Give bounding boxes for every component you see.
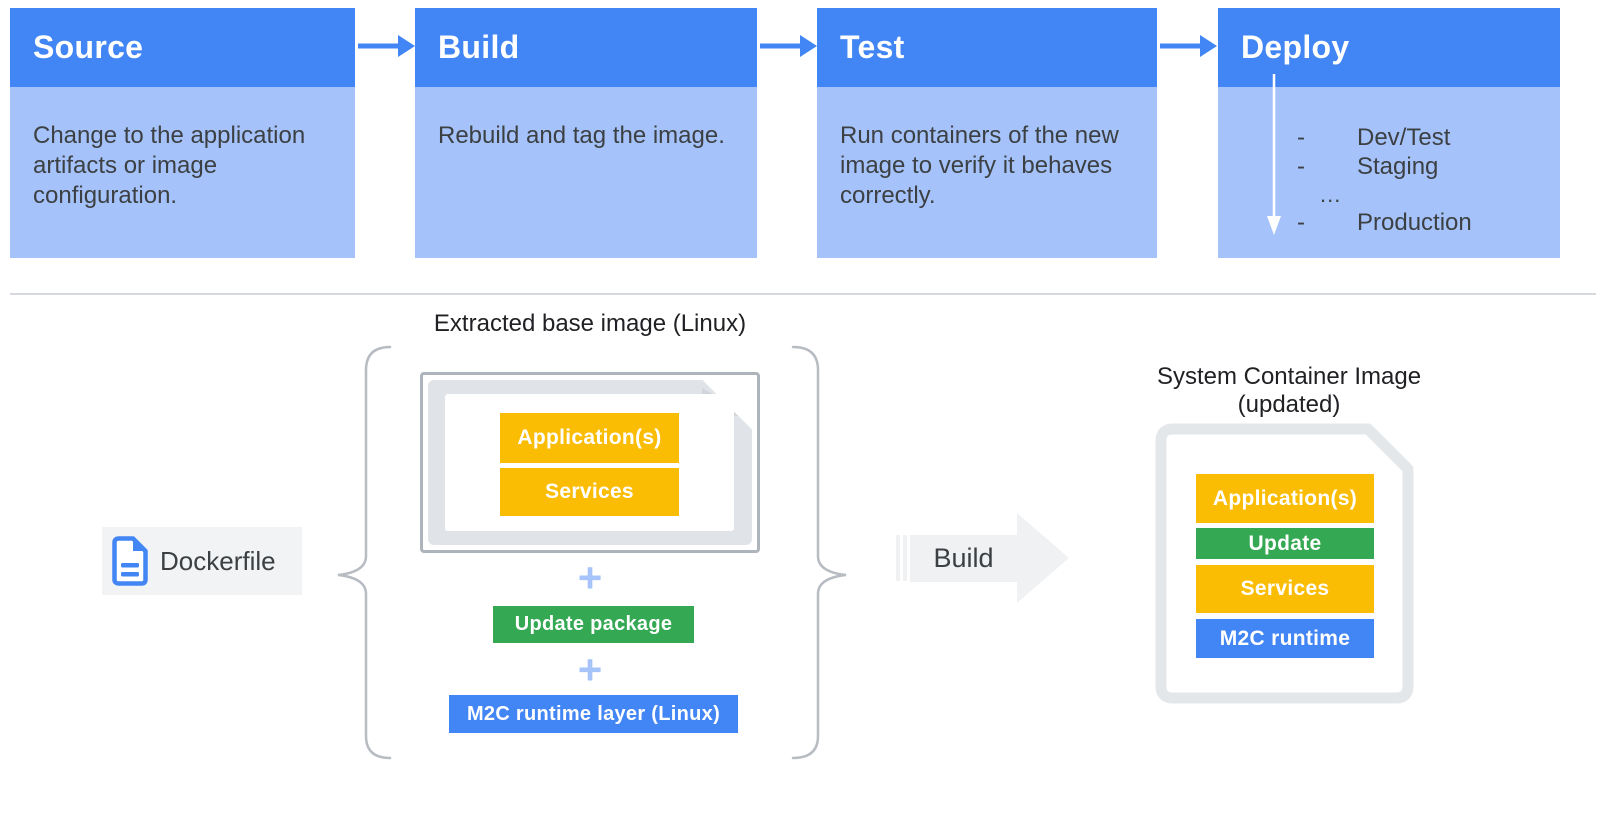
- stage-card-deploy: Deploy - Dev/Test - Staging ... - Produc…: [1218, 8, 1560, 258]
- brace-left-icon: [337, 345, 392, 760]
- deploy-bullet: -: [1297, 124, 1305, 151]
- layer-applications: Application(s): [500, 413, 679, 463]
- stage-card-test: Test Run containers of the new image to …: [817, 8, 1157, 258]
- stage-card-build: Build Rebuild and tag the image.: [415, 8, 757, 258]
- dockerfile-label: Dockerfile: [160, 545, 276, 576]
- stage-description-test: Run containers of the new image to verif…: [817, 87, 1157, 258]
- flow-arrow-icon: [1160, 35, 1217, 57]
- system-layer-update: Update: [1196, 528, 1374, 559]
- brace-right-icon: [791, 345, 847, 760]
- flow-arrow-icon: [358, 35, 415, 57]
- stage-description-build: Rebuild and tag the image.: [415, 87, 757, 258]
- system-image-title: System Container Image (updated): [1156, 363, 1422, 418]
- stage-description-source: Change to the application artifacts or i…: [10, 87, 355, 258]
- flow-arrow-icon: [760, 35, 817, 57]
- system-layer-applications: Application(s): [1196, 474, 1374, 523]
- deploy-ellipsis: ...: [1320, 182, 1342, 207]
- deploy-target-label: Dev/Test: [1357, 124, 1451, 151]
- extracted-image-panel: Application(s) Services: [445, 394, 734, 531]
- dockerfile-chip: Dockerfile: [102, 527, 302, 595]
- deploy-target-row: - Dev/Test: [1218, 123, 1560, 152]
- stage-title-build: Build: [415, 8, 757, 87]
- runtime-layer-box: M2C runtime layer (Linux): [449, 695, 738, 733]
- extracted-image-file: Application(s) Services: [428, 380, 752, 545]
- system-image-file-icon: [1155, 423, 1414, 704]
- extracted-image-frame: Application(s) Services: [420, 372, 760, 553]
- build-arrow-label: Build: [933, 543, 994, 573]
- system-layer-services: Services: [1196, 565, 1374, 613]
- deploy-target-row: - Production: [1218, 208, 1560, 237]
- extracted-image-title: Extracted base image (Linux): [433, 310, 747, 337]
- deploy-target-list: - Dev/Test - Staging ... - Production: [1218, 123, 1560, 237]
- dockerfile-icon: [112, 536, 148, 586]
- deploy-bullet: -: [1297, 153, 1305, 180]
- deploy-target-label: Staging: [1357, 153, 1439, 180]
- stage-title-source: Source: [10, 8, 355, 87]
- section-divider: [10, 293, 1596, 295]
- deploy-sequence-arrow-icon: [1267, 74, 1281, 235]
- stage-card-source: Source Change to the application artifac…: [10, 8, 355, 258]
- stage-deploy-body: - Dev/Test - Staging ... - Production: [1218, 74, 1560, 258]
- deploy-bullet: -: [1297, 209, 1305, 236]
- deploy-target-label: Production: [1357, 209, 1472, 236]
- deploy-target-row: - Staging: [1218, 152, 1560, 181]
- plus-icon: +: [577, 646, 603, 693]
- system-layer-m2c-runtime: M2C runtime: [1196, 619, 1374, 658]
- build-arrow-icon: [896, 513, 1069, 603]
- update-package-box: Update package: [493, 606, 694, 643]
- stage-title-deploy: Deploy: [1218, 8, 1560, 87]
- layer-services: Services: [500, 468, 679, 516]
- plus-icon: +: [577, 554, 603, 601]
- stage-title-test: Test: [817, 8, 1157, 87]
